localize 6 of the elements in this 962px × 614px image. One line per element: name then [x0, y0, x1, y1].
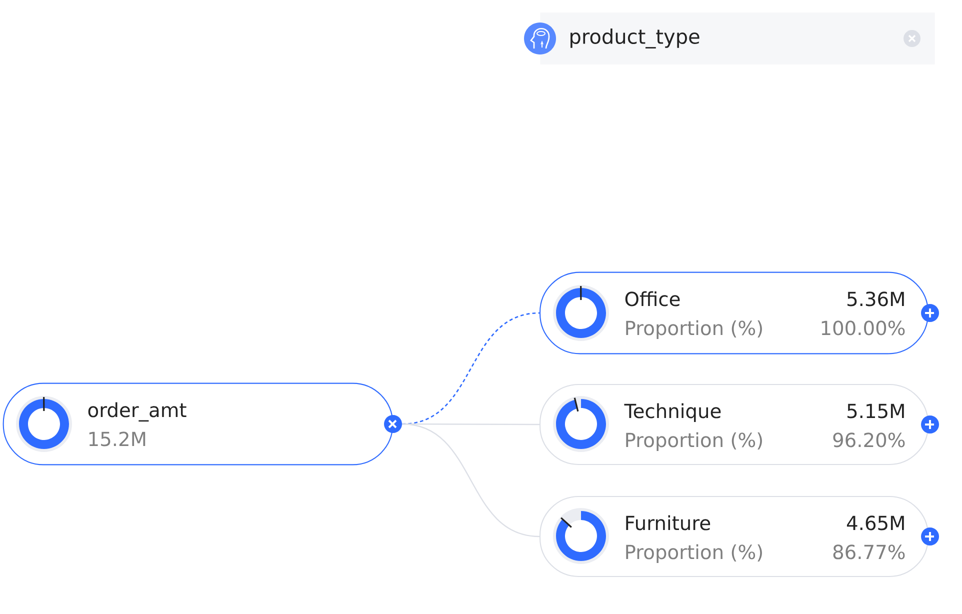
metric-card: order_amt 15.2M — [2, 382, 402, 466]
filter-chip: product_type — [540, 12, 935, 64]
connector — [402, 423, 540, 538]
metric-card: Technique 5.15M Proportion (%) 96.20% — [539, 384, 929, 466]
metric-card: Furniture 4.65M Proportion (%) 86.77% — [539, 496, 929, 578]
metric-card: Office 5.36M Proportion (%) 100.00% — [539, 272, 929, 354]
